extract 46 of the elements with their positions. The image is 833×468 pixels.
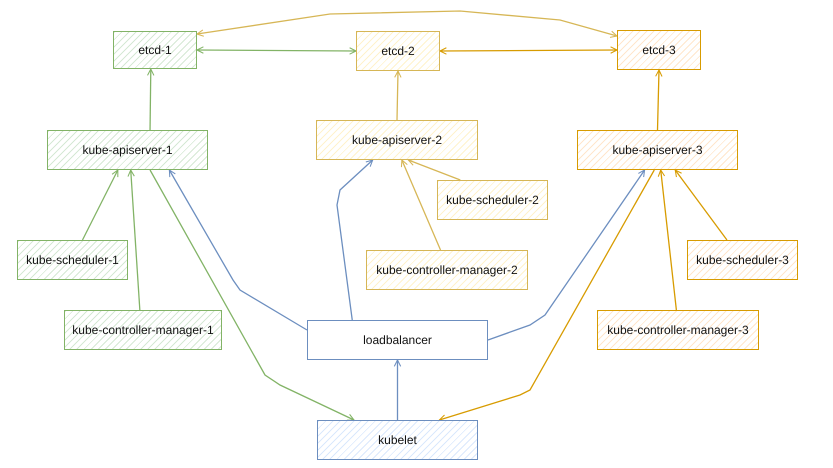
box-label: etcd-2 <box>381 43 415 60</box>
process-box <box>317 420 478 460</box>
box-label: kube-scheduler-3 <box>696 252 789 269</box>
box-label: kube-controller-manager-2 <box>376 262 518 279</box>
box-label: kube-scheduler-1 <box>26 252 119 269</box>
box-label: kube-apiserver-3 <box>612 142 703 159</box>
arrow <box>394 70 402 120</box>
arrow <box>168 169 308 331</box>
process-box <box>687 240 798 280</box>
box-label: kube-scheduler-2 <box>446 192 539 209</box>
process-box <box>316 120 478 160</box>
process-box <box>307 320 488 360</box>
process-box <box>113 31 197 69</box>
arrow <box>438 170 655 422</box>
arrow <box>408 158 461 181</box>
arrow <box>196 46 357 55</box>
arrow <box>82 169 118 240</box>
process-box <box>17 240 128 280</box>
process-box <box>47 130 208 170</box>
process-box <box>64 310 222 350</box>
process-box <box>437 180 548 220</box>
process-box <box>617 30 701 70</box>
arrow <box>196 10 618 38</box>
process-box <box>366 250 528 290</box>
arrow <box>147 68 154 130</box>
arrow <box>488 169 646 341</box>
box-label: etcd-1 <box>138 42 172 59</box>
box-label: loadbalancer <box>363 332 432 349</box>
arrow <box>655 69 663 130</box>
arrow <box>400 159 442 250</box>
box-label: kube-apiserver-2 <box>352 132 442 149</box>
arrow <box>394 359 402 420</box>
arrow <box>149 170 355 421</box>
arrow <box>336 159 374 320</box>
process-box <box>356 31 440 71</box>
box-label: kube-apiserver-1 <box>82 142 173 159</box>
process-box <box>597 310 759 350</box>
arrow <box>674 169 728 240</box>
arrow <box>658 169 678 310</box>
arrow <box>439 46 618 55</box>
box-label: kube-controller-manager-3 <box>607 322 749 339</box>
box-label: etcd-3 <box>642 42 676 59</box>
box-label: kube-controller-manager-1 <box>72 322 214 339</box>
arrow <box>127 169 140 310</box>
box-label: kubelet <box>378 432 417 449</box>
process-box <box>577 130 738 170</box>
